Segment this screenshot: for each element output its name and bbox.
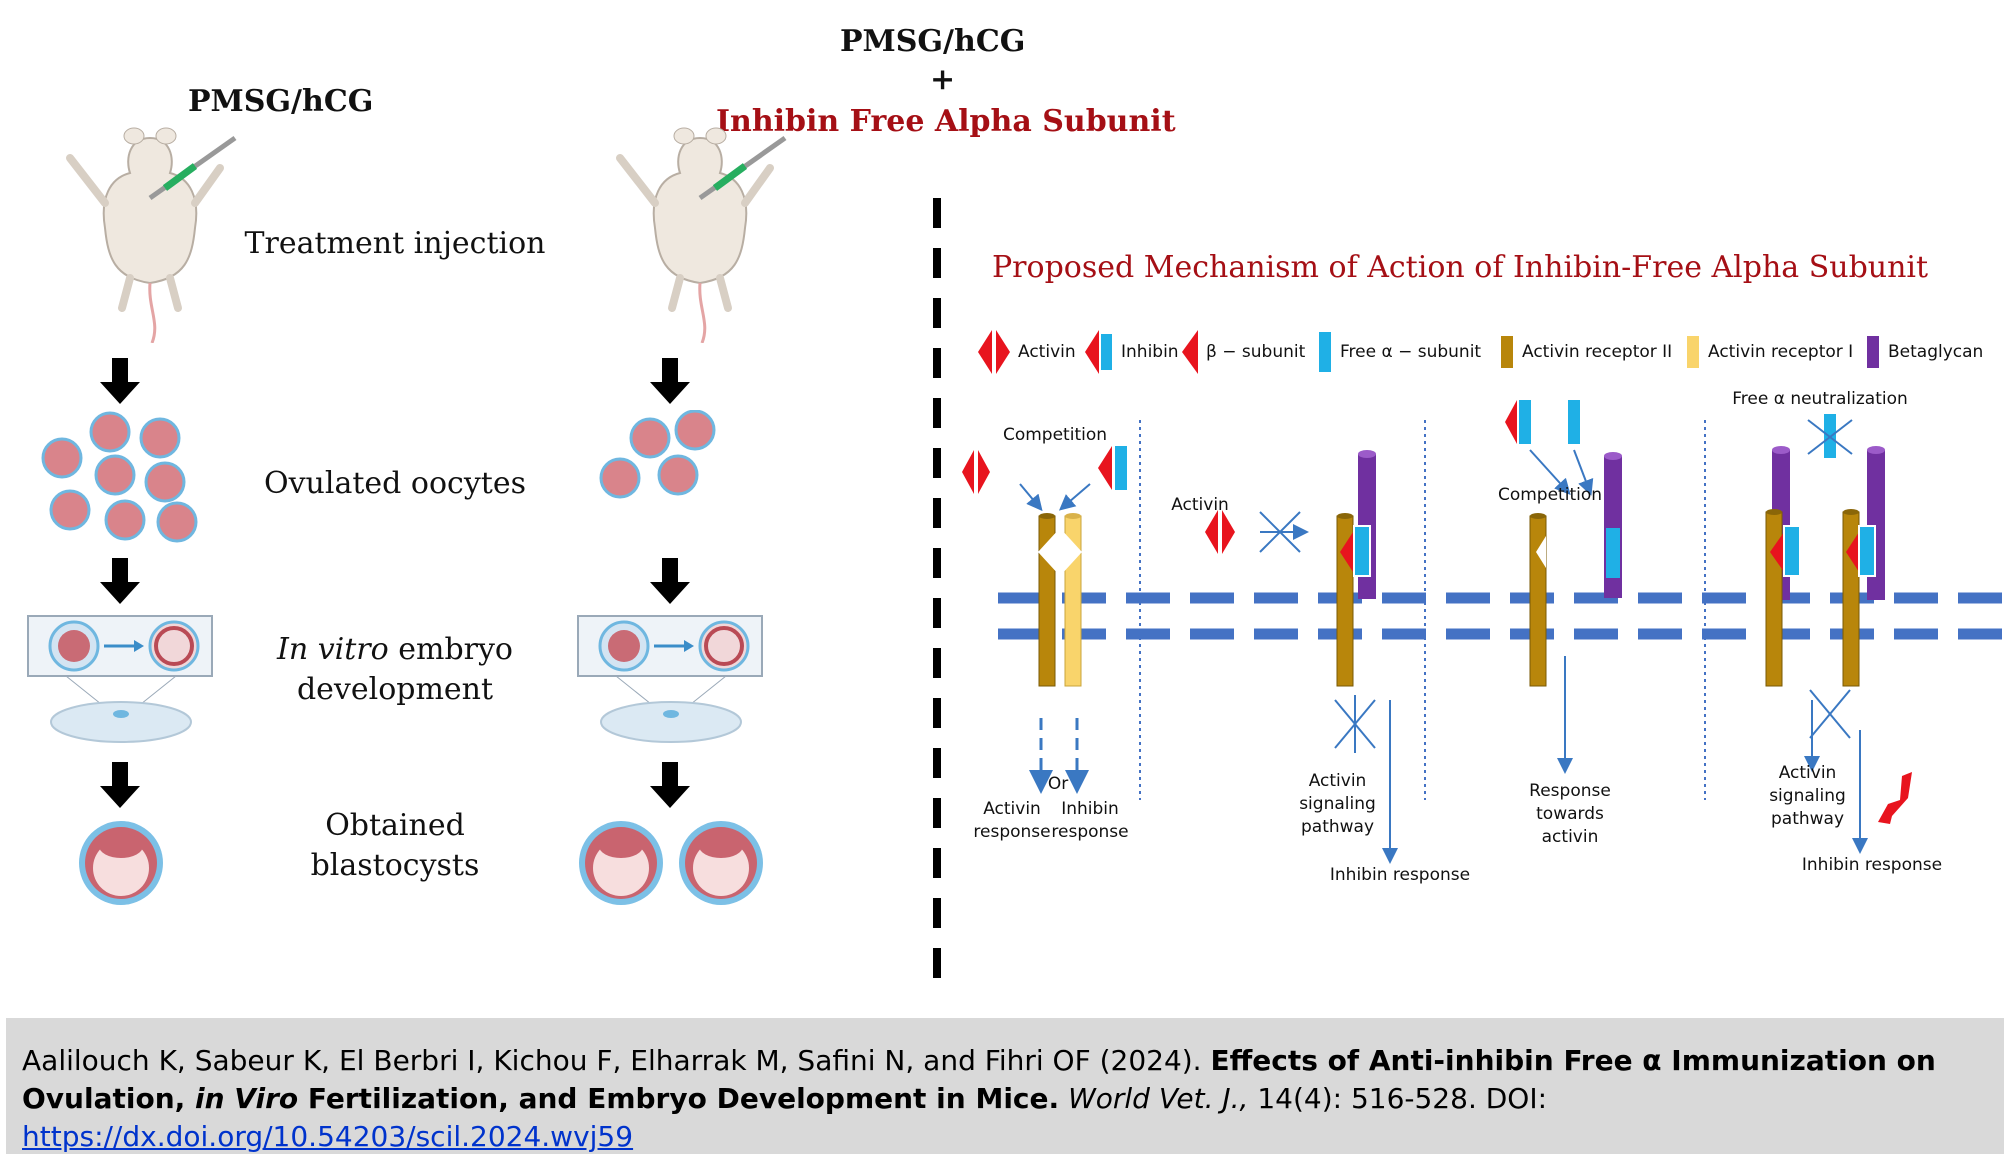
stage-invitro-rest: embryo — [388, 632, 513, 667]
legend-betaglycan: Betaglycan — [1866, 330, 1983, 374]
down-arrow-icon — [100, 558, 140, 604]
legend-beta-label: β − subunit — [1206, 342, 1306, 362]
blastocyst-icon — [679, 821, 763, 905]
stage-blasto-label: Obtained blastocysts — [225, 806, 565, 886]
p3-response-line2: towards — [1536, 804, 1604, 824]
blastocyst-icon — [579, 821, 663, 905]
col2-header-line2: Inhibin Free Alpha Subunit — [716, 104, 1176, 139]
legend-receptor2-label: Activin receptor II — [1522, 342, 1673, 362]
mechanism-title: Proposed Mechanism of Action of Inhibin-… — [992, 250, 1929, 285]
invitro-col1-icon — [27, 615, 213, 743]
oocytes-col1-icon — [41, 411, 198, 543]
p1-or: Or — [1047, 774, 1069, 794]
p4-signaling-line1: Activin — [1778, 763, 1837, 783]
p2-inhibin-response: Inhibin response — [1329, 865, 1471, 885]
citation-title-part2: Fertilization, and Embryo Development in… — [298, 1082, 1060, 1115]
legend-free-alpha: Free α − subunit — [1318, 330, 1481, 374]
citation-title-italic: in Viro — [195, 1082, 299, 1115]
citation-journal: World Vet. J., — [1068, 1082, 1249, 1115]
mechanism-diagram — [962, 400, 2010, 864]
legend-free-alpha-label: Free α − subunit — [1340, 342, 1482, 362]
p2-signaling: Activin signaling pathway — [1290, 770, 1385, 839]
free-alpha-icon — [1319, 332, 1331, 372]
down-arrow-icon — [650, 358, 690, 404]
stage-invitro-label: In vitro embryo development — [225, 630, 565, 710]
p3-response-line1: Response — [1529, 781, 1611, 801]
stage-oocytes-label: Ovulated oocytes — [264, 466, 526, 501]
betaglycan-icon — [1867, 336, 1879, 368]
activin-icon — [1205, 510, 1235, 554]
citation-title-part1: Effects of Anti-inhibin Free α Immunizat… — [22, 1044, 1936, 1115]
oocytes-col2-icon — [599, 410, 716, 499]
mouse-col1-icon — [66, 127, 237, 343]
legend-activin: Activin — [978, 330, 1076, 374]
col1-header: PMSG/hCG — [188, 84, 374, 119]
cell-membrane — [998, 592, 2010, 640]
p1-activin-response-line1: Activin — [983, 799, 1041, 819]
legend-beta: β − subunit — [1182, 330, 1305, 374]
stage-invitro-italic: In vitro — [276, 632, 389, 667]
beta-subunit-icon — [1182, 330, 1198, 374]
legend-inhibin-label: Inhibin — [1121, 342, 1179, 362]
blastocyst-icon — [79, 821, 163, 905]
activin-icon — [978, 330, 1010, 374]
citation-doi-link[interactable]: https://dx.doi.org/10.54203/scil.2024.wv… — [22, 1120, 634, 1153]
stage-blasto-line2: blastocysts — [310, 848, 480, 883]
mouse-col2-icon — [616, 127, 787, 343]
p4-signaling-line2: signaling — [1769, 786, 1846, 806]
p2-signaling-line2: signaling — [1299, 794, 1376, 814]
down-arrow-icon — [650, 558, 690, 604]
col2-header-line1: PMSG/hCG — [840, 24, 1026, 59]
inhibin-icon — [1098, 446, 1112, 490]
p2-activin: Activin — [1171, 495, 1229, 515]
legend-betaglycan-label: Betaglycan — [1888, 342, 1984, 362]
free-alpha-icon — [1568, 400, 1580, 444]
stage-injection-label: Treatment injection — [244, 226, 546, 261]
p1-inhibin-response: Inhibin response — [1050, 798, 1130, 844]
p4-inhibin-response: Inhibin response — [1801, 855, 1943, 875]
p1-activin-response-line2: response — [973, 822, 1051, 842]
down-arrow-icon — [100, 762, 140, 808]
p1-competition: Competition — [1002, 425, 1108, 445]
stage-invitro-line2: development — [296, 672, 494, 707]
legend-receptor1: Activin receptor I — [1686, 330, 1853, 374]
p3-response-line3: activin — [1541, 827, 1599, 847]
legend-receptor1-label: Activin receptor I — [1708, 342, 1854, 362]
inhibin-icon — [1085, 330, 1112, 374]
p2-signaling-line3: pathway — [1300, 817, 1375, 837]
legend-activin-label: Activin — [1018, 342, 1076, 362]
stage-blasto-line1: Obtained — [325, 808, 465, 843]
legend-inhibin: Inhibin — [1085, 330, 1179, 374]
p4-signaling-line3: pathway — [1770, 809, 1845, 829]
receptor2-icon — [1765, 511, 1783, 687]
citation-box: Aalilouch K, Sabeur K, El Berbri I, Kich… — [6, 1018, 2004, 1154]
down-arrow-icon — [650, 762, 690, 808]
receptor1-icon — [1687, 336, 1699, 368]
p1-inhibin-response-line2: response — [1051, 822, 1129, 842]
activin-icon — [962, 450, 990, 494]
dashed-divider — [933, 198, 941, 988]
p1-activin-response: Activin response — [972, 798, 1052, 844]
citation-authors: Aalilouch K, Sabeur K, El Berbri I, Kich… — [22, 1044, 1211, 1077]
receptor2-icon — [1501, 336, 1513, 368]
legend-receptor2: Activin receptor II — [1500, 330, 1672, 374]
p4-signaling: Activin signaling pathway — [1760, 762, 1855, 831]
p3-response: Response towards activin — [1520, 780, 1620, 849]
down-arrow-icon — [100, 358, 140, 404]
citation-volume: 14(4): 516-528. DOI: — [1248, 1082, 1548, 1115]
p2-signaling-line1: Activin — [1308, 771, 1367, 791]
p3-competition: Competition — [1497, 485, 1603, 505]
invitro-col2-icon — [577, 615, 763, 743]
col2-header-plus: + — [930, 62, 956, 97]
p1-inhibin-response-line1: Inhibin — [1061, 799, 1119, 819]
p4-neutralization: Free α neutralization — [1732, 389, 1908, 409]
lightning-icon — [1878, 772, 1912, 824]
